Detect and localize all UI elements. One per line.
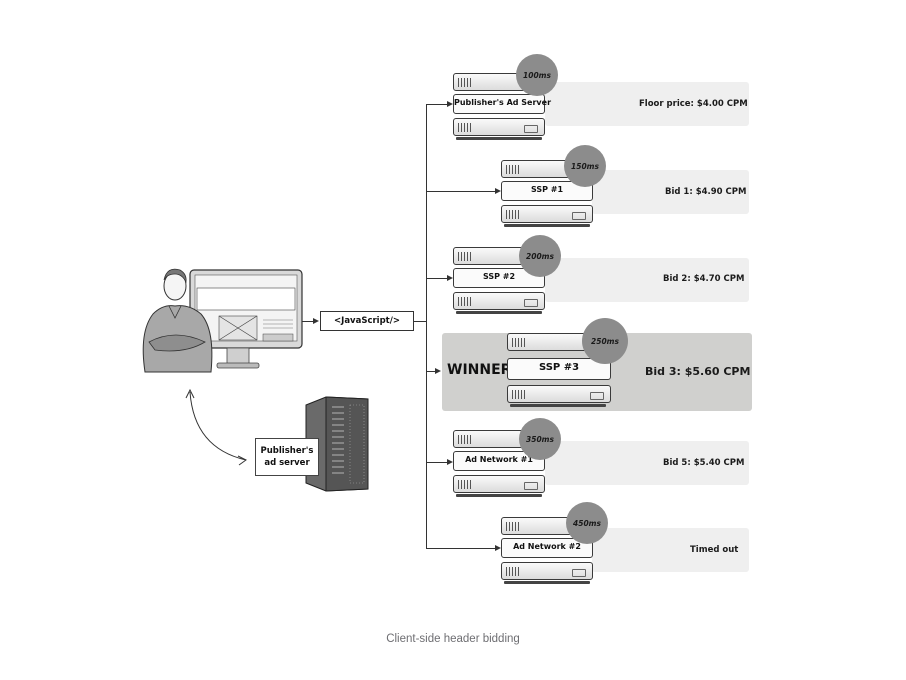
- branch-connector: [426, 462, 448, 463]
- latency-badge: 350ms: [519, 418, 561, 460]
- vent-icon: [458, 252, 472, 261]
- drive-slot-icon: [524, 299, 538, 307]
- arrow-right-icon: [495, 545, 501, 551]
- vent-icon: [506, 567, 520, 576]
- vent-icon: [458, 480, 472, 489]
- bid-result: Timed out: [690, 545, 739, 555]
- latency-badge: 150ms: [564, 145, 606, 187]
- latency-badge: 100ms: [516, 54, 558, 96]
- bid-result: Floor price: $4.00 CPM: [639, 99, 748, 109]
- winner-label: WINNER: [447, 362, 512, 378]
- monitor-to-js-connector: [302, 321, 314, 322]
- js-to-trunk-connector: [414, 321, 426, 322]
- bidder-name: Publisher's Ad Server: [454, 98, 552, 107]
- distribution-trunk-line: [426, 104, 427, 549]
- branch-connector: [426, 371, 436, 372]
- bid-panel: [545, 258, 749, 302]
- figure-caption: Client-side header bidding: [386, 633, 520, 645]
- arrow-right-icon: [435, 368, 441, 374]
- vent-icon: [458, 297, 472, 306]
- vent-icon: [512, 338, 526, 347]
- vent-icon: [458, 78, 472, 87]
- user-to-publisher-arrow: [185, 388, 247, 466]
- drive-slot-icon: [572, 212, 586, 220]
- branch-connector: [426, 191, 496, 192]
- publisher-ad-server-label: Publisher's ad server: [255, 438, 319, 476]
- bidder-name: SSP #3: [538, 362, 580, 373]
- bid-panel: [545, 441, 749, 485]
- bidder-name: SSP #2: [482, 272, 516, 281]
- bid-result: Bid 2: $4.70 CPM: [663, 274, 745, 284]
- bid-panel: [592, 170, 749, 214]
- bidder-name: SSP #1: [530, 185, 564, 194]
- vent-icon: [458, 435, 472, 444]
- user-at-computer-illustration: [142, 268, 303, 373]
- latency-badge: 450ms: [566, 502, 608, 544]
- vent-icon: [512, 390, 526, 399]
- javascript-tag-box: <JavaScript/>: [320, 311, 414, 331]
- drive-slot-icon: [524, 125, 538, 133]
- branch-connector: [426, 278, 448, 279]
- person-icon: [142, 268, 213, 373]
- drive-slot-icon: [572, 569, 586, 577]
- vent-icon: [458, 123, 472, 132]
- bid-panel: [545, 82, 749, 126]
- branch-connector: [426, 104, 448, 105]
- arrow-right-icon: [447, 275, 453, 281]
- bid-result: Bid 5: $5.40 CPM: [663, 458, 745, 468]
- bidder-name: Ad Network #2: [513, 542, 581, 551]
- monitor-icon: [189, 269, 303, 369]
- bid-result: Bid 3: $5.60 CPM: [645, 365, 751, 378]
- vent-icon: [506, 522, 520, 531]
- arrow-right-icon: [447, 101, 453, 107]
- arrow-right-icon: [495, 188, 501, 194]
- bid-result: Bid 1: $4.90 CPM: [665, 187, 747, 197]
- arrow-right-icon: [447, 459, 453, 465]
- vent-icon: [506, 165, 520, 174]
- arrow-right-icon: [313, 318, 319, 324]
- vent-icon: [506, 210, 520, 219]
- tower-server-icon: [305, 396, 369, 492]
- bidder-name: Ad Network #1: [465, 455, 533, 464]
- drive-slot-icon: [524, 482, 538, 490]
- latency-badge: 250ms: [582, 318, 628, 364]
- bid-panel: [592, 528, 749, 572]
- latency-badge: 200ms: [519, 235, 561, 277]
- drive-slot-icon: [590, 392, 604, 400]
- branch-connector: [426, 548, 496, 549]
